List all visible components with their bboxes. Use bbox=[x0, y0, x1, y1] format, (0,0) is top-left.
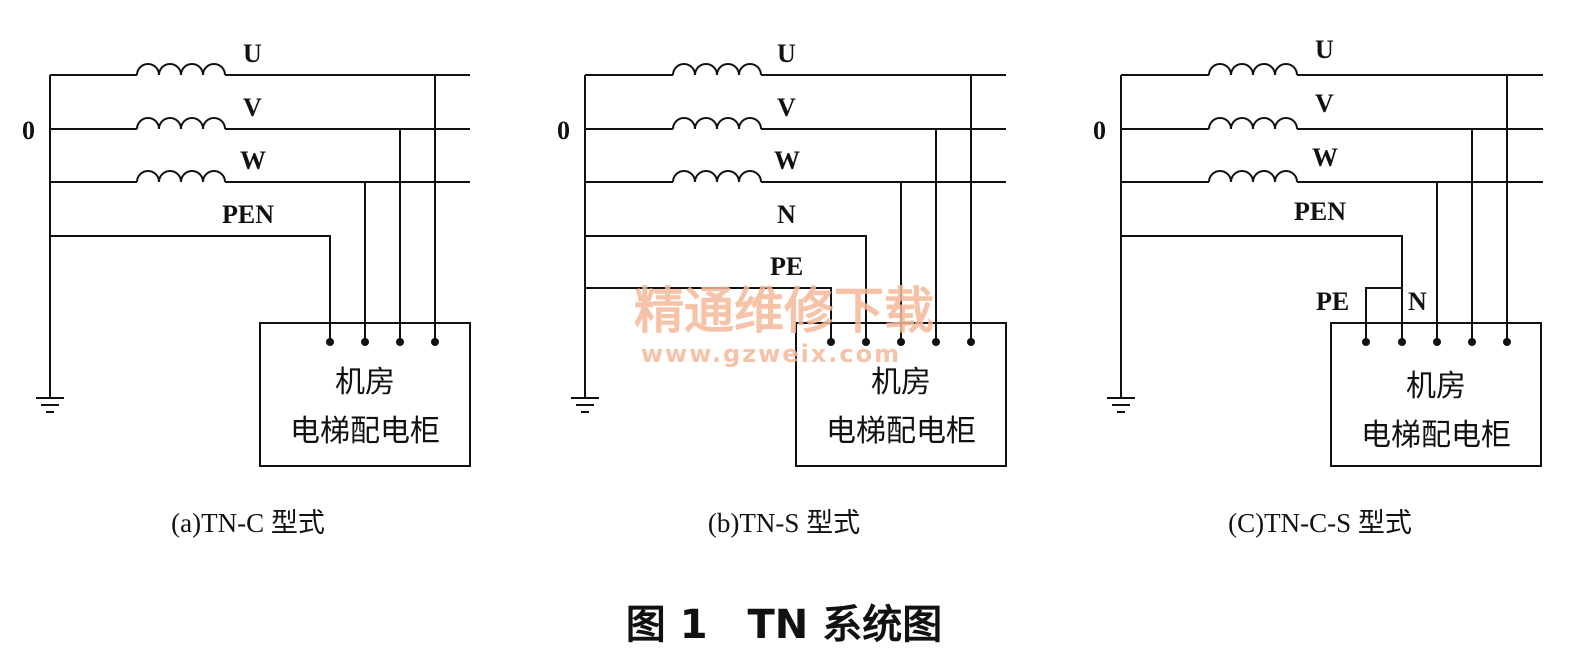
diagram-a-coil-v bbox=[136, 117, 226, 130]
diagram-b-coil-u bbox=[672, 63, 762, 76]
diagram-c-origin-label: 0 bbox=[1093, 116, 1106, 145]
watermark-line1: 精通维修下载 bbox=[634, 282, 934, 340]
diagram-c-label-w: W bbox=[1312, 143, 1338, 172]
diagram-c-label-n: N bbox=[1408, 287, 1427, 316]
diagram-b-cabinet-line2: 电梯配电柜 bbox=[826, 414, 976, 449]
diagram-b-caption: (b)TN-S 型式 bbox=[708, 508, 860, 538]
diagram-c-cabinet-line2: 电梯配电柜 bbox=[1361, 418, 1511, 453]
diagram-a-cabinet bbox=[259, 322, 471, 467]
diagram-b-coil-w bbox=[672, 170, 762, 183]
diagram-c-coil-w bbox=[1208, 170, 1298, 183]
diagram-b-label-w: W bbox=[774, 146, 800, 175]
watermark-line2: www.gzweix.com bbox=[641, 340, 901, 368]
diagram-c-label-pe: PE bbox=[1316, 287, 1349, 316]
diagram-b-coil-v bbox=[672, 117, 762, 130]
diagram-c-coil-v bbox=[1208, 117, 1298, 130]
diagram-c-label-v: V bbox=[1315, 89, 1334, 118]
diagram-c-caption: (C)TN-C-S 型式 bbox=[1228, 508, 1412, 538]
diagram-a-label-pen: PEN bbox=[222, 200, 274, 229]
diagram-b-label-n: N bbox=[777, 200, 796, 229]
diagram-c-cabinet bbox=[1330, 322, 1542, 467]
diagram-b-label-v: V bbox=[777, 93, 796, 122]
diagram-c-label-u: U bbox=[1315, 35, 1334, 64]
diagram-a-cabinet-line2: 电梯配电柜 bbox=[290, 414, 440, 449]
diagram-c-cabinet-line1: 机房 bbox=[1406, 369, 1466, 404]
diagram-a-caption: (a)TN-C 型式 bbox=[171, 508, 325, 538]
diagram-a-coil-u bbox=[136, 63, 226, 76]
diagram-a-tn-c: 0 U V W PEN 机房 电梯配电柜 (a)TN-C 型式 bbox=[22, 39, 471, 538]
diagram-c-tn-c-s: 0 U V W PEN PE N 机房 电梯配电柜 (C)TN-C-S 型式 bbox=[1093, 35, 1543, 538]
diagram-b-cabinet-line1: 机房 bbox=[871, 365, 931, 400]
diagram-b-cabinet bbox=[795, 322, 1007, 467]
diagram-a-label-v: V bbox=[243, 93, 262, 122]
diagram-b-tn-s: 0 U V W N PE 机房 电梯配电柜 (b)TN-S 型式 bbox=[557, 39, 1007, 538]
diagram-b-label-pe: PE bbox=[770, 252, 803, 281]
diagram-a-cabinet-line1: 机房 bbox=[335, 365, 395, 400]
diagram-a-label-u: U bbox=[243, 39, 262, 68]
diagram-c-label-pen: PEN bbox=[1294, 197, 1346, 226]
diagram-b-origin-label: 0 bbox=[557, 116, 570, 145]
diagram-a-origin-label: 0 bbox=[22, 116, 35, 145]
diagram-a-coil-w bbox=[136, 170, 226, 183]
diagram-c-coil-u bbox=[1208, 63, 1298, 76]
watermark: 精通维修下载 www.gzweix.com bbox=[634, 282, 934, 368]
figure-title: 图 1 TN 系统图 bbox=[626, 602, 942, 648]
diagram-a-label-w: W bbox=[240, 146, 266, 175]
diagram-b-label-u: U bbox=[777, 39, 796, 68]
